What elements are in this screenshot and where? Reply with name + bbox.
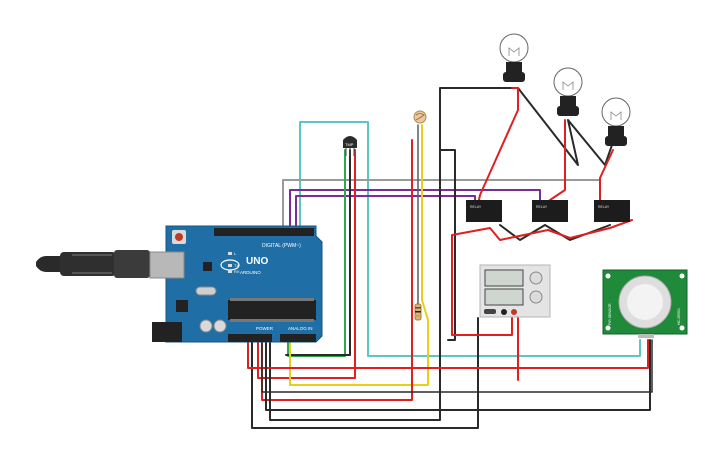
wire-red-tmp[interactable] <box>257 149 356 379</box>
wire-black-bulb1[interactable] <box>439 87 513 131</box>
atmega-chip <box>228 300 316 320</box>
crystal <box>195 286 217 296</box>
digital-header <box>214 228 314 236</box>
wire-cyan[interactable] <box>299 121 641 357</box>
relay-1-label: RELAY <box>470 205 482 209</box>
power-supply-display-top <box>484 269 524 287</box>
capacitor-1 <box>199 319 213 333</box>
relay-3-label: RELAY <box>598 205 610 209</box>
light-bulb-1[interactable] <box>499 33 529 82</box>
wire-red-bulb3[interactable] <box>599 149 614 201</box>
wire-black-ps[interactable] <box>439 149 456 341</box>
wire-black-tmp[interactable] <box>285 149 351 356</box>
wire-red-bulb1[interactable] <box>477 87 519 206</box>
wire-red-ps[interactable] <box>451 239 513 336</box>
led-tx-label: TX <box>234 263 239 268</box>
pir-right-label: HC-SR501 <box>677 308 681 325</box>
relay-2[interactable]: RELAY <box>532 200 568 222</box>
pir-left-label: PIR SENSOR <box>608 303 612 325</box>
wires <box>247 87 653 429</box>
power-header <box>228 334 272 342</box>
photoresistor[interactable] <box>413 110 427 124</box>
wire-purple-1[interactable] <box>289 189 541 233</box>
relay-3[interactable]: RELAY <box>594 200 630 222</box>
wire-red-relay-chain[interactable] <box>451 219 633 241</box>
digital-label: DIGITAL (PWM~) <box>262 243 301 249</box>
power-supply-knob-top[interactable] <box>529 271 543 285</box>
usb-cable[interactable] <box>36 250 177 278</box>
analog-label: ANALOG IN <box>288 326 313 331</box>
wire-purple-2[interactable] <box>295 195 476 233</box>
wire-red-bulb2[interactable] <box>549 119 566 201</box>
light-bulb-3[interactable] <box>601 97 631 146</box>
power-switch[interactable] <box>484 309 496 314</box>
pir-sensor[interactable]: PIR SENSOR HC-SR501 <box>602 269 688 338</box>
wire-yellow-ldr[interactable] <box>289 124 429 386</box>
light-bulb-2[interactable] <box>553 67 583 116</box>
analog-header <box>280 334 316 342</box>
tmp-label: TMP <box>345 142 354 147</box>
terminal-negative[interactable] <box>501 309 507 315</box>
wire-black-bulb-chain[interactable] <box>517 87 613 166</box>
wire-red-pir[interactable] <box>247 339 649 369</box>
led-l-label: L <box>234 251 237 256</box>
relay-1[interactable]: RELAY <box>466 200 502 222</box>
arduino-board[interactable]: DIGITAL (PWM~) UNO ARDUINO POWER ANALOG … <box>149 225 323 343</box>
power-jack <box>152 322 182 342</box>
power-supply-display-bottom <box>484 288 524 306</box>
usb-chip <box>203 262 212 271</box>
power-label: POWER <box>256 326 274 331</box>
resistor[interactable] <box>414 303 422 321</box>
led-rx-label: RX <box>234 269 240 274</box>
board-model-label: UNO <box>246 256 268 267</box>
usb-port <box>149 251 185 279</box>
power-supply-knob-bottom[interactable] <box>529 290 543 304</box>
temperature-sensor[interactable]: TMP <box>343 136 357 156</box>
power-supply[interactable] <box>479 264 551 318</box>
wire-black-pir-2[interactable] <box>261 339 653 393</box>
capacitor-2 <box>213 319 227 333</box>
brand-label: ARDUINO <box>240 270 261 275</box>
wire-black-gnd-1[interactable] <box>251 317 479 429</box>
terminal-positive[interactable] <box>511 309 517 315</box>
wire-black-gnd-2[interactable] <box>269 129 441 421</box>
relay-2-label: RELAY <box>536 205 548 209</box>
regulator <box>176 300 188 312</box>
wire-black-pir[interactable] <box>265 339 651 411</box>
